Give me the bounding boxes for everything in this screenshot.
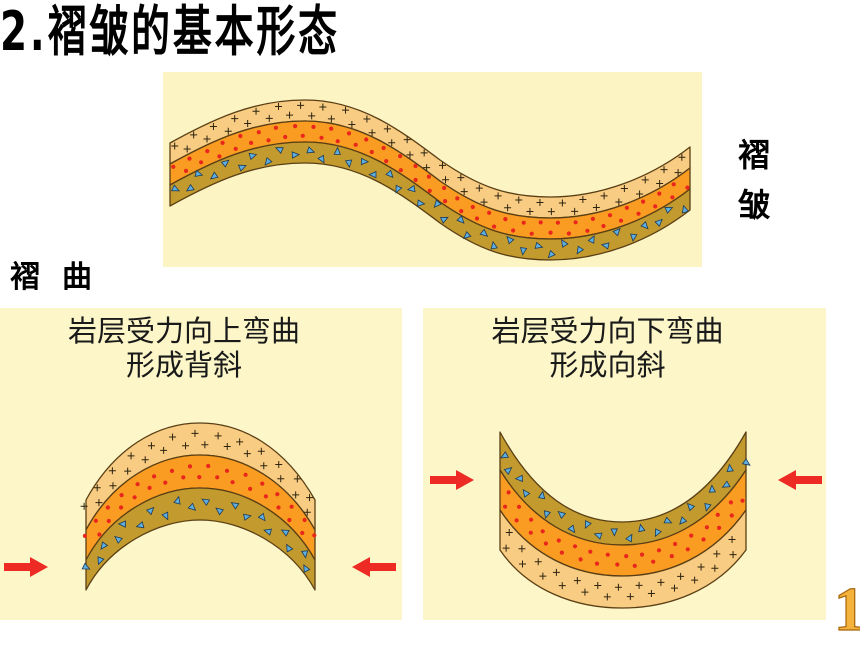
panel-caption: 岩层受力向下弯曲 形成向斜 bbox=[423, 314, 792, 382]
anticline-panel: 岩层受力向上弯曲 形成背斜 bbox=[0, 308, 402, 620]
side-label-char: 皱 bbox=[738, 186, 771, 224]
page-number-text: 1 bbox=[834, 580, 860, 640]
section-label: 褶曲 bbox=[10, 260, 114, 295]
slide-title: 2.褶皱的基本形态 bbox=[0, 0, 340, 63]
side-label-char: 褶 bbox=[738, 136, 771, 174]
fold-overview-panel bbox=[163, 72, 702, 267]
caption-line: 岩层受力向上弯曲 bbox=[67, 314, 300, 348]
side-label: 褶 皱 bbox=[738, 130, 780, 230]
caption-line: 形成向斜 bbox=[549, 348, 666, 382]
panel-caption: 岩层受力向上弯曲 形成背斜 bbox=[0, 314, 368, 382]
page-number: 1 bbox=[834, 580, 860, 640]
caption-line: 岩层受力向下弯曲 bbox=[491, 314, 724, 348]
caption-line: 形成背斜 bbox=[125, 348, 242, 382]
syncline-panel: 岩层受力向下弯曲 形成向斜 bbox=[423, 308, 826, 620]
